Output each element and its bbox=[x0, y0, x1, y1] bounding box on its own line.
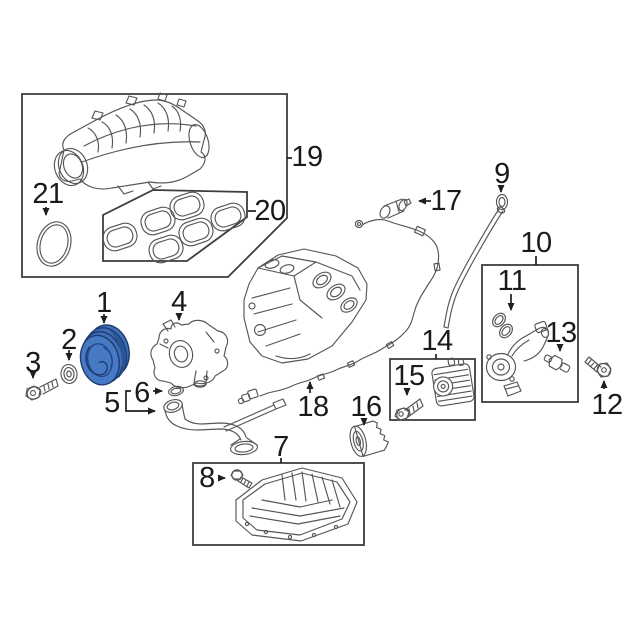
crankshaft-pulley-drawing bbox=[79, 324, 130, 386]
oil-pan-bolt-drawing bbox=[230, 469, 253, 489]
callout-19: 19 bbox=[291, 141, 323, 173]
camshaft-sensor-drawing bbox=[379, 198, 412, 219]
oil-cooler-bolt-drawing bbox=[394, 398, 424, 421]
callout-20: 20 bbox=[254, 195, 286, 227]
callout-12: 12 bbox=[591, 389, 623, 421]
pulley-bolt-drawing bbox=[25, 378, 59, 401]
throttle-o-ring-drawing bbox=[36, 221, 72, 267]
callout-15: 15 bbox=[393, 360, 425, 392]
engine-block-drawing bbox=[243, 248, 368, 364]
callout-13: 13 bbox=[545, 317, 577, 349]
crankshaft-seal-drawing bbox=[60, 363, 78, 385]
oil-filter-drawing bbox=[349, 420, 389, 458]
wiring-harness-drawing bbox=[237, 219, 441, 405]
oil-pump-drawing bbox=[485, 312, 550, 397]
box-gasket-panel-20 bbox=[102, 189, 248, 262]
oil-pan-drawing bbox=[235, 467, 358, 542]
callout-4: 4 bbox=[171, 286, 187, 318]
group-boxes bbox=[21, 93, 579, 546]
oil-cooler-drawing bbox=[431, 357, 475, 407]
box-intake-manifold-19 bbox=[21, 93, 288, 278]
callout-7: 7 bbox=[273, 431, 289, 463]
water-pump-drawing bbox=[150, 319, 229, 389]
callout-1: 1 bbox=[96, 287, 112, 319]
callout-18: 18 bbox=[297, 391, 329, 423]
oil-pressure-sensor-drawing bbox=[543, 354, 571, 373]
callout-10: 10 bbox=[520, 227, 552, 259]
callout-11: 11 bbox=[497, 265, 527, 297]
callout-9: 9 bbox=[494, 158, 510, 190]
callout-17: 17 bbox=[430, 185, 462, 217]
callout-21: 21 bbox=[32, 178, 64, 210]
box-oil-cooler-14 bbox=[389, 358, 476, 421]
oil-pump-bolt-drawing bbox=[584, 356, 612, 378]
oil-pickup-tube-drawing bbox=[163, 398, 287, 456]
pickup-o-ring-drawing bbox=[168, 385, 184, 397]
intake-gasket-set-drawing bbox=[102, 191, 246, 264]
box-oil-pan-7 bbox=[192, 462, 365, 546]
callout-5: 5 bbox=[104, 387, 120, 419]
callout-16: 16 bbox=[350, 391, 382, 423]
callout-8: 8 bbox=[199, 462, 215, 494]
box-oil-pump-10 bbox=[481, 264, 579, 403]
intake-manifold-drawing bbox=[53, 92, 210, 195]
callout-3: 3 bbox=[25, 347, 41, 379]
leader-lines bbox=[29, 157, 608, 482]
callout-2: 2 bbox=[61, 324, 77, 356]
oil-dipstick-drawing bbox=[443, 193, 509, 329]
callout-6: 6 bbox=[134, 377, 150, 409]
callout-14: 14 bbox=[421, 325, 453, 357]
